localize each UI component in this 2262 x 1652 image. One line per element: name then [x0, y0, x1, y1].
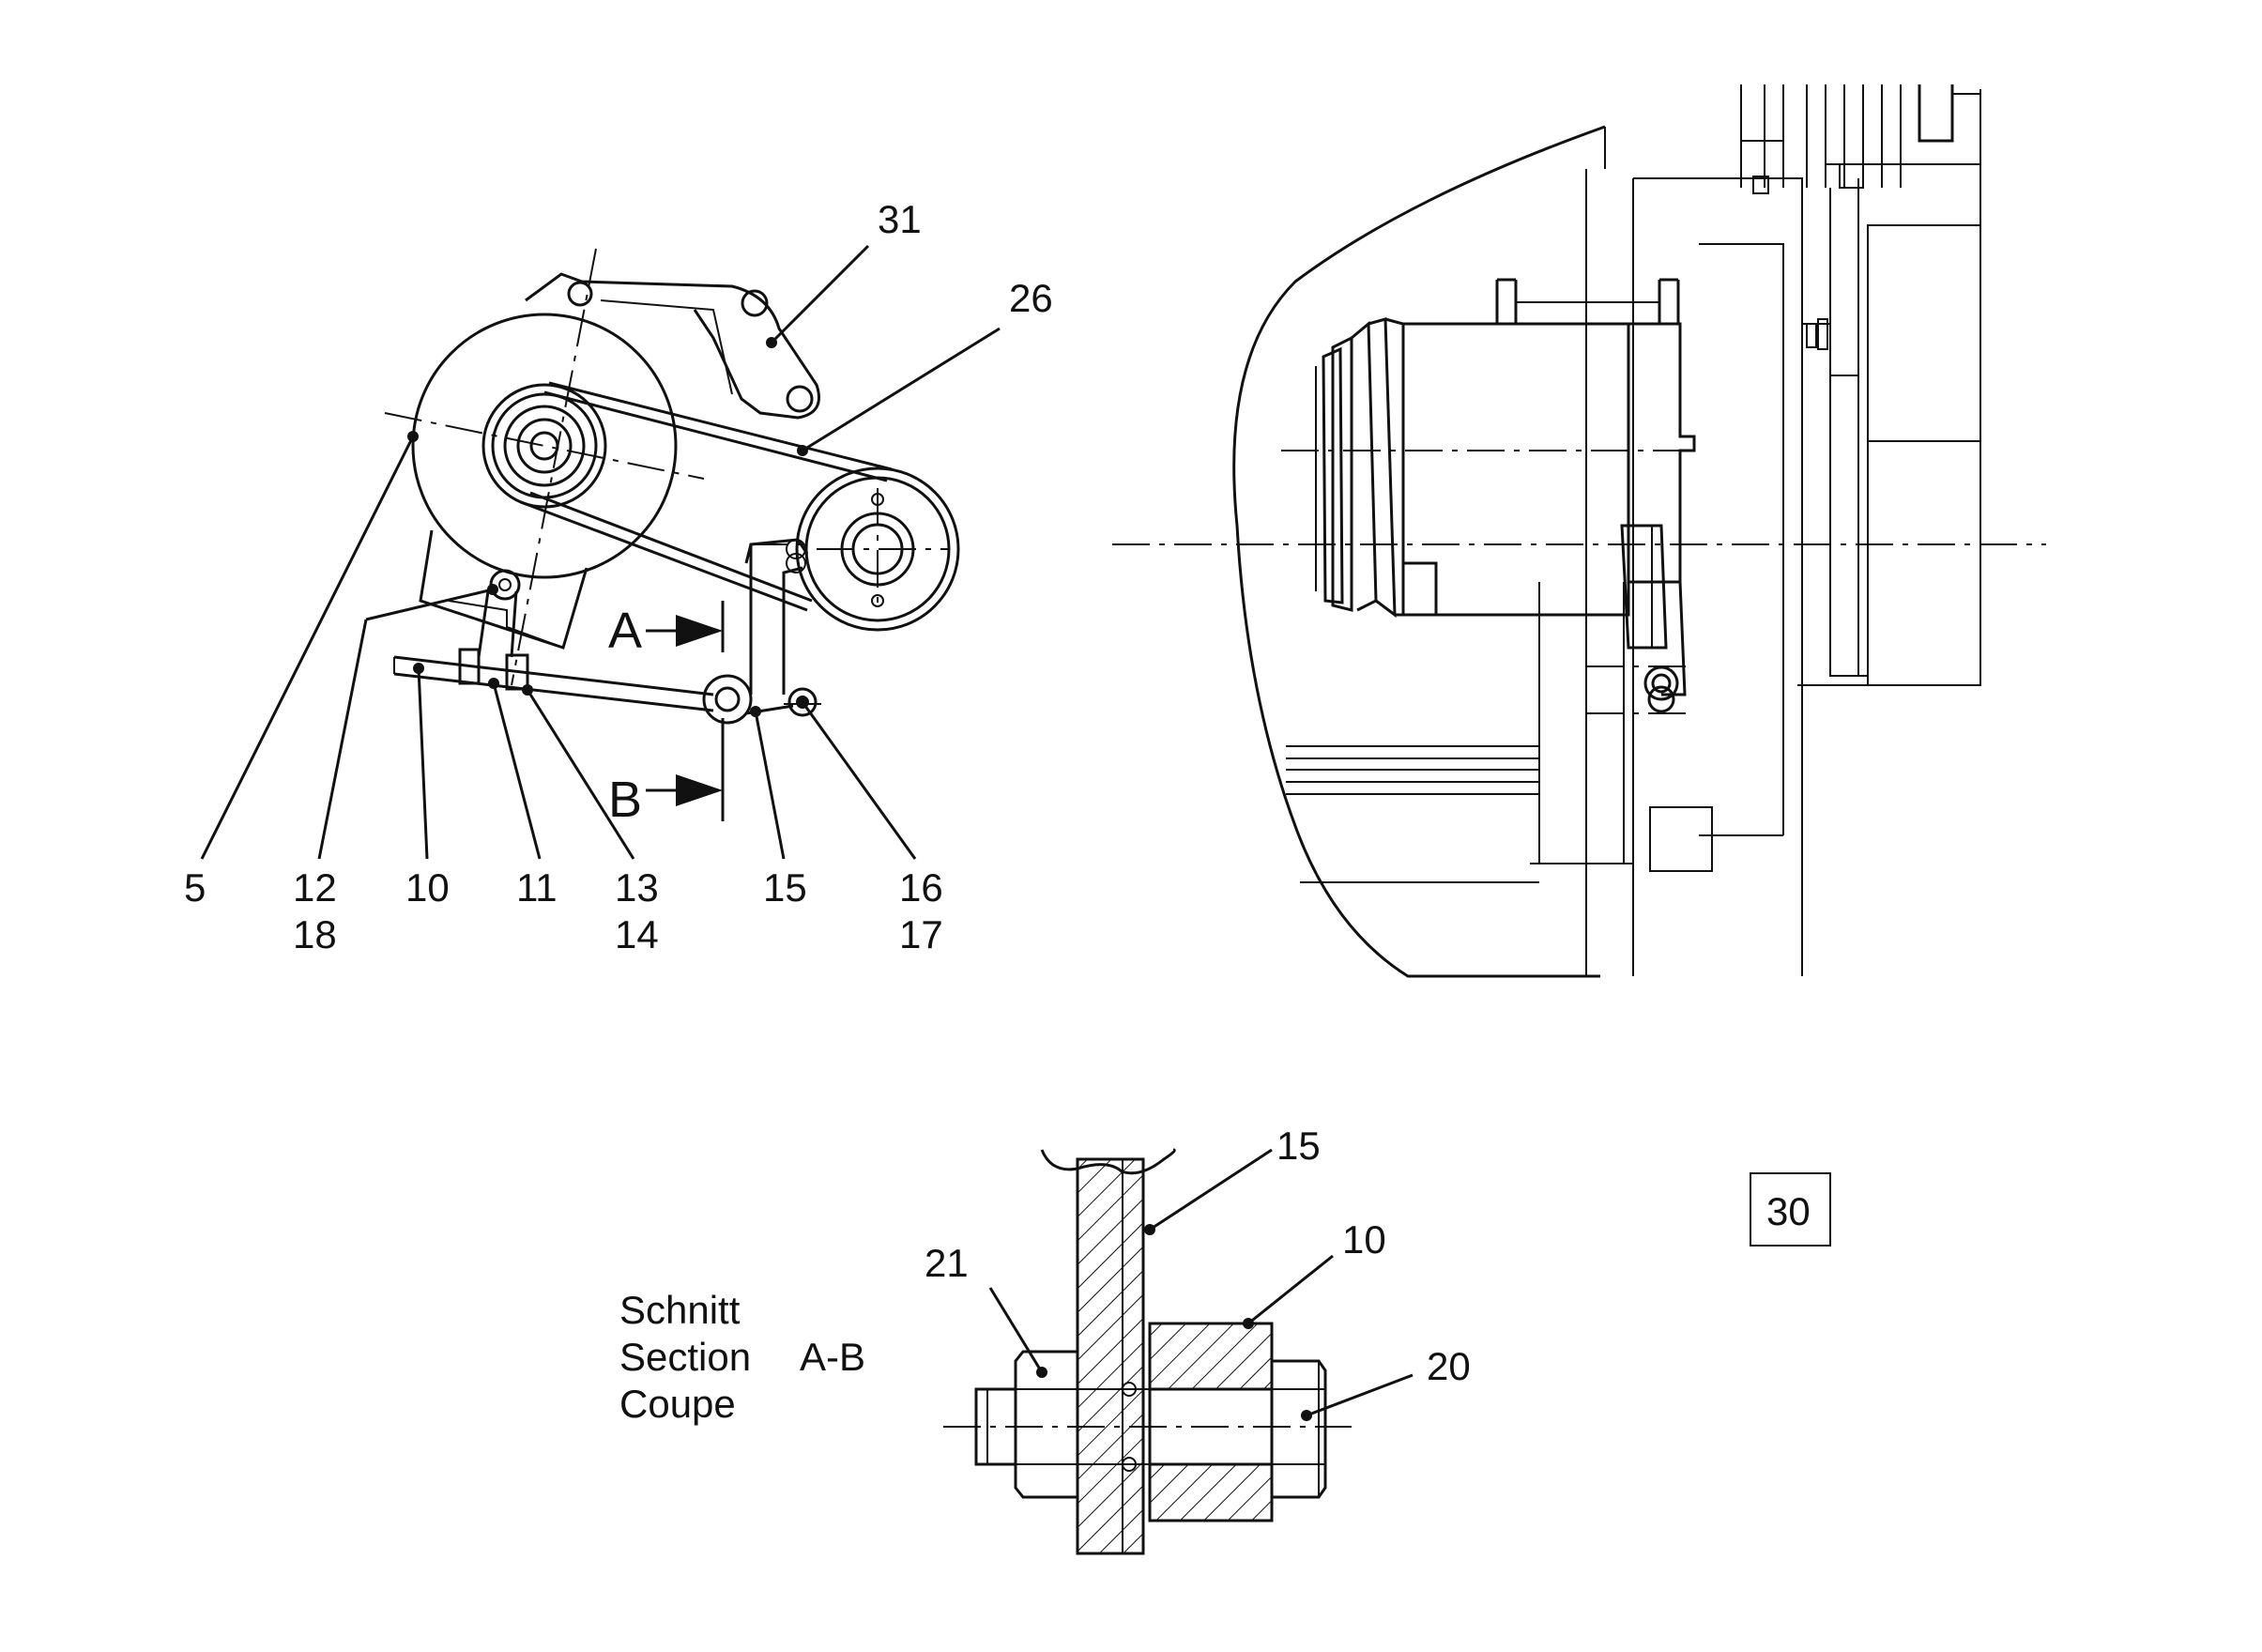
- section-callout-21: 21: [925, 1241, 969, 1285]
- section-callout-10: 10: [1342, 1217, 1386, 1262]
- section-mark-a: A: [608, 603, 642, 659]
- callout-31: 31: [878, 197, 922, 241]
- section-caption-section: Section: [619, 1335, 751, 1379]
- callout-16: 16: [899, 865, 943, 910]
- callout-17: 17: [899, 912, 943, 956]
- callout-12: 12: [293, 865, 337, 910]
- page-number: 30: [1766, 1189, 1811, 1233]
- callout-5: 5: [184, 865, 206, 910]
- section-caption-coupe: Coupe: [619, 1382, 736, 1426]
- section-mark-b: B: [608, 772, 642, 828]
- callout-15: 15: [763, 865, 807, 910]
- section-callout-20: 20: [1427, 1344, 1471, 1388]
- alternator-side-view: [1112, 84, 2046, 978]
- page-number-box: 30: [1750, 1172, 1831, 1247]
- callout-26: 26: [1009, 276, 1053, 320]
- section-caption-ab: A-B: [800, 1335, 865, 1379]
- alternator-front-view: A B 31 26 5 12 18: [184, 197, 1053, 956]
- callout-14: 14: [615, 912, 659, 956]
- section-caption-schnitt: Schnitt: [619, 1288, 741, 1332]
- section-callout-15: 15: [1276, 1124, 1321, 1168]
- callout-13: 13: [615, 865, 659, 910]
- callout-11: 11: [516, 865, 558, 910]
- leader-lines-left: [200, 244, 1001, 860]
- section-ab-view: 15 10 21 20 Schnitt Section A-B Coupe: [619, 1124, 1471, 1555]
- callout-10: 10: [405, 865, 450, 910]
- callout-18: 18: [293, 912, 337, 956]
